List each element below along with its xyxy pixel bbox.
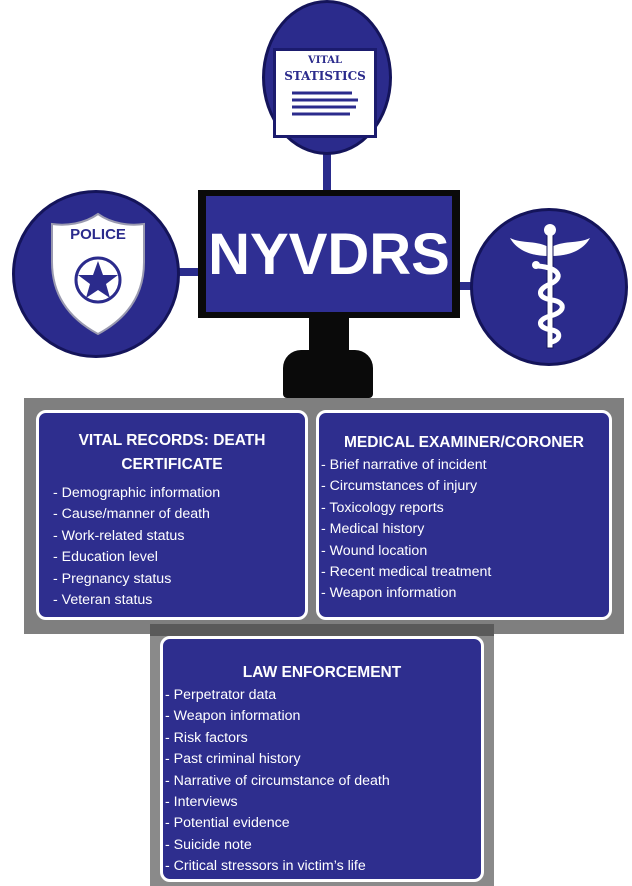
vital-records-box: VITAL RECORDS: DEATH CERTIFICATE Demogra…: [36, 410, 308, 620]
list-item: Past criminal history: [165, 749, 481, 770]
list-item: Narrative of circumstance of death: [165, 771, 481, 792]
document-lines-icon: [292, 91, 358, 116]
list-item: Interviews: [165, 792, 481, 813]
connector-top: [323, 150, 331, 198]
bottom-panel-top-edge: [150, 624, 494, 636]
list-item: Veteran status: [53, 590, 305, 611]
list-item: Risk factors: [165, 728, 481, 749]
vital-records-list: Demographic information Cause/manner of …: [39, 483, 305, 611]
list-item: Critical stressors in victim’s life: [165, 856, 481, 877]
list-item: Pregnancy status: [53, 569, 305, 590]
law-enforcement-title: LAW ENFORCEMENT: [242, 664, 402, 681]
connector-left: [176, 268, 206, 276]
list-item: Brief narrative of incident: [321, 455, 609, 476]
list-item: Potential evidence: [165, 813, 481, 834]
list-item: Weapon information: [321, 583, 609, 604]
list-item: Toxicology reports: [321, 498, 609, 519]
monitor-stand: [283, 350, 373, 398]
monitor-neck: [309, 318, 349, 354]
list-item: Circumstances of injury: [321, 476, 609, 497]
medical-examiner-box: MEDICAL EXAMINER/CORONER Brief narrative…: [316, 410, 612, 620]
list-item: Medical history: [321, 519, 609, 540]
caduceus-icon: [510, 224, 590, 349]
vital-records-title: VITAL RECORDS: DEATH CERTIFICATE: [78, 432, 266, 473]
list-item: Weapon information: [165, 706, 481, 727]
vital-statistics-line1: VITAL: [307, 55, 343, 66]
vital-statistics-line2: STATISTICS: [284, 69, 366, 83]
list-item: Work-related status: [53, 526, 305, 547]
vital-statistics-document-icon: VITAL STATISTICS: [273, 48, 377, 138]
list-item: Wound location: [321, 541, 609, 562]
law-enforcement-list: Perpetrator data Weapon information Risk…: [163, 685, 481, 878]
police-badge-icon: [51, 212, 145, 336]
monitor-screen: NYVDRS: [206, 196, 452, 312]
list-item: Suicide note: [165, 835, 481, 856]
list-item: Recent medical treatment: [321, 562, 609, 583]
list-item: Perpetrator data: [165, 685, 481, 706]
list-item: Demographic information: [53, 483, 305, 504]
medical-examiner-list: Brief narrative of incident Circumstance…: [319, 455, 609, 605]
list-item: Education level: [53, 547, 305, 568]
law-enforcement-box: LAW ENFORCEMENT Perpetrator data Weapon …: [160, 636, 484, 882]
list-item: Cause/manner of death: [53, 504, 305, 525]
connector-right: [452, 282, 480, 290]
nyvdrs-title: NYVDRS: [208, 221, 450, 287]
police-label: POLICE: [70, 226, 126, 243]
medical-examiner-title: MEDICAL EXAMINER/CORONER: [344, 434, 584, 451]
